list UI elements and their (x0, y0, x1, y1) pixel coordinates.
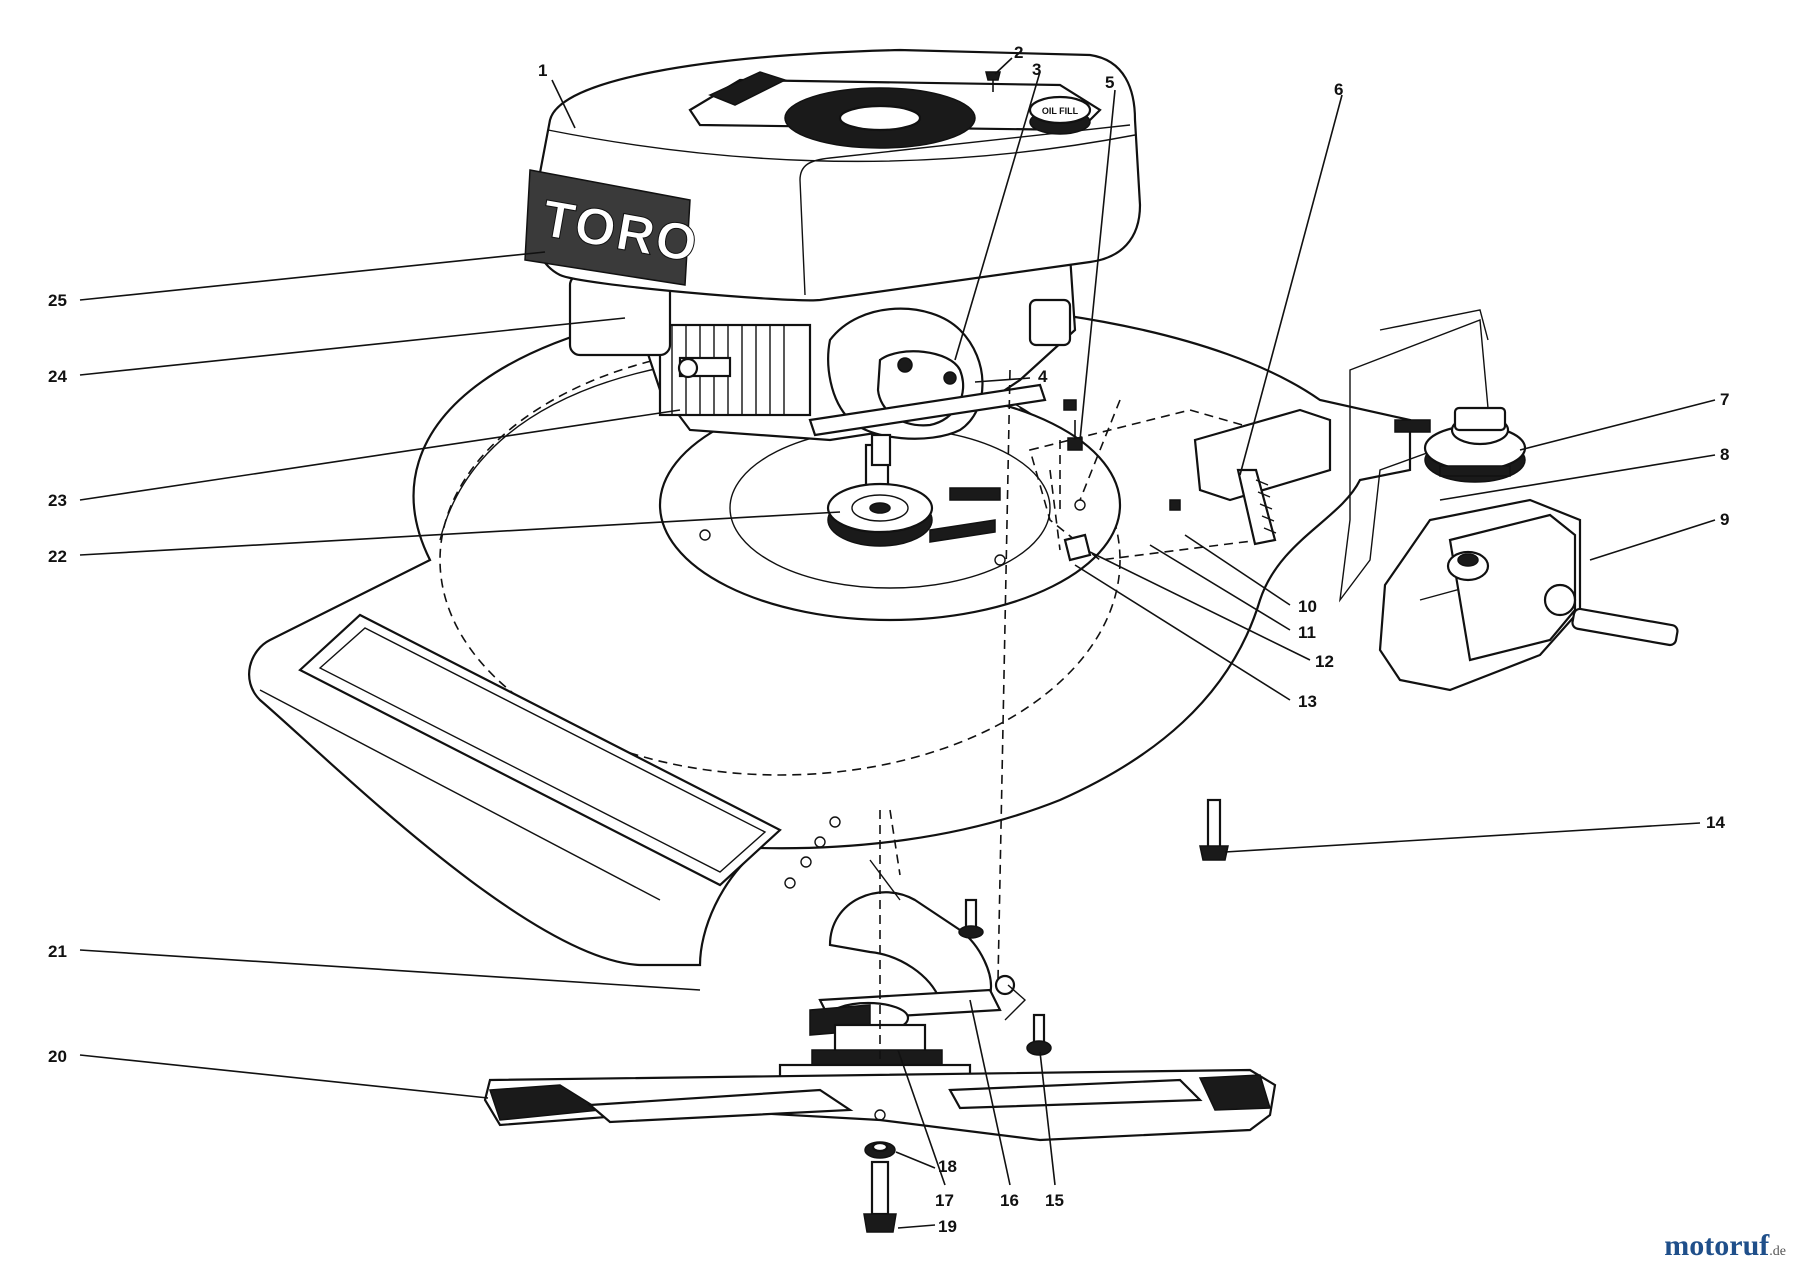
engine-shroud: OIL FILL TORO (524, 48, 1142, 302)
callout-1: 1 (538, 61, 547, 80)
callout-5: 5 (1105, 73, 1114, 92)
callouts: 1 2 3 4 5 6 7 8 9 10 11 12 13 14 15 16 1 (48, 43, 1729, 1236)
callout-20: 20 (48, 1047, 67, 1066)
callout-3: 3 (1032, 60, 1041, 79)
watermark-logo: motoruf.de (1664, 1229, 1786, 1263)
transmission (1378, 498, 1679, 692)
bolt-14 (1199, 798, 1229, 861)
callout-14: 14 (1706, 813, 1725, 832)
callout-13: 13 (1298, 692, 1317, 711)
callout-17: 17 (935, 1191, 954, 1210)
oil-fill-cap-text: OIL FILL (1042, 106, 1079, 116)
washer-18 (864, 1141, 896, 1159)
callout-2: 2 (1014, 43, 1023, 62)
blade-adapter (778, 1023, 972, 1082)
callout-11: 11 (1298, 623, 1316, 642)
callout-7: 7 (1720, 390, 1729, 409)
callout-10: 10 (1298, 597, 1317, 616)
watermark-tld: .de (1769, 1244, 1786, 1259)
callout-23: 23 (48, 491, 67, 510)
engine: OIL FILL TORO (524, 48, 1142, 467)
callout-16: 16 (1000, 1191, 1019, 1210)
callout-18: 18 (938, 1157, 957, 1176)
transmission-pulley (1394, 406, 1527, 483)
assembly-guides (879, 309, 1489, 1060)
watermark-name: motoruf (1664, 1229, 1770, 1262)
bolt-15 (1026, 1013, 1052, 1056)
callout-4: 4 (1038, 367, 1048, 386)
callout-25: 25 (48, 291, 67, 310)
brand-decal: TORO (524, 169, 703, 286)
callout-6: 6 (1334, 80, 1343, 99)
callout-24: 24 (48, 367, 67, 386)
callout-22: 22 (48, 547, 67, 566)
bolt-side (958, 898, 984, 939)
belt-guard-bracket (1029, 319, 1491, 603)
mower-deck (248, 298, 1412, 967)
mower-blade (483, 1068, 1277, 1142)
callout-9: 9 (1720, 510, 1729, 529)
callout-8: 8 (1720, 445, 1729, 464)
callout-19: 19 (938, 1217, 957, 1236)
callout-12: 12 (1315, 652, 1334, 671)
callout-15: 15 (1045, 1191, 1064, 1210)
bolt-19 (863, 1160, 897, 1233)
callout-21: 21 (48, 942, 67, 961)
